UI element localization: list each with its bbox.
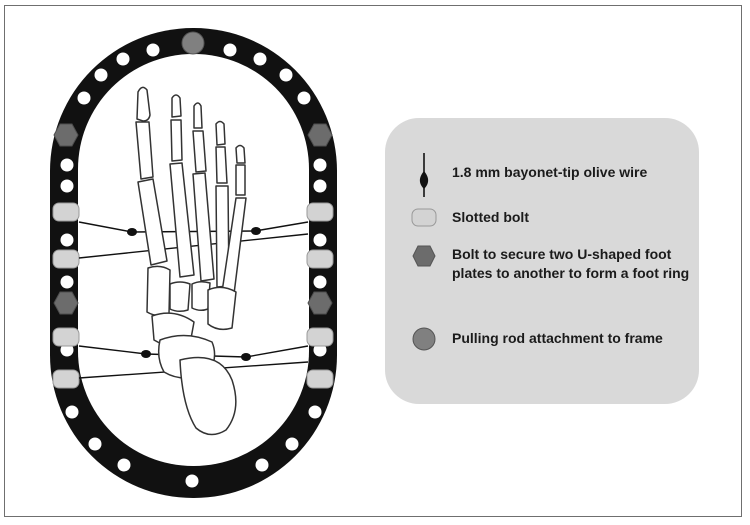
ring-hole — [314, 234, 327, 247]
bone — [193, 131, 206, 172]
hex-bolt-icon — [409, 245, 439, 267]
ring-hole — [95, 69, 108, 82]
ring-hole — [314, 159, 327, 172]
bone — [236, 165, 245, 195]
slotted-bolt — [53, 328, 79, 346]
slotted-bolt — [307, 370, 333, 388]
legend-label: Slotted bolt — [452, 208, 692, 227]
legend-item-pulling-rod: Pulling rod attachment to frame — [409, 327, 692, 351]
ring-hole — [61, 234, 74, 247]
pulling-rod-attachment — [182, 32, 204, 54]
ring-hole — [298, 92, 311, 105]
legend-panel: 1.8 mm bayonet-tip olive wire Slotted bo… — [385, 118, 699, 404]
ring-hole — [186, 475, 199, 488]
ring-hole — [61, 159, 74, 172]
bone — [172, 95, 181, 117]
ring-hole — [147, 44, 160, 57]
bone — [170, 282, 190, 311]
bone — [236, 146, 245, 164]
ring-hole — [117, 53, 130, 66]
bone — [216, 122, 225, 146]
bone — [171, 120, 182, 161]
slotted-bolt — [307, 250, 333, 268]
bone — [147, 266, 170, 315]
slotted-bolt — [53, 370, 79, 388]
ring-hole — [118, 459, 131, 472]
legend-item-olive-wire: 1.8 mm bayonet-tip olive wire — [409, 153, 692, 197]
olive-bead — [141, 350, 151, 358]
slotted-bolt — [53, 250, 79, 268]
bone — [208, 287, 236, 329]
legend-item-slotted-bolt: Slotted bolt — [409, 208, 692, 227]
olive-bead — [241, 353, 251, 361]
ring-hole — [66, 406, 79, 419]
ring-hole — [89, 438, 102, 451]
ring-hole — [61, 276, 74, 289]
ring-hole — [286, 438, 299, 451]
ring-hole — [314, 180, 327, 193]
olive-wire-icon — [409, 153, 439, 197]
ring-hole — [61, 180, 74, 193]
bone — [137, 87, 150, 121]
bone — [194, 103, 202, 128]
olive-bead — [127, 228, 137, 236]
ring-hole — [224, 44, 237, 57]
legend-label: Bolt to secure two U-shaped foot plates … — [452, 245, 692, 283]
pulling-rod-icon — [409, 327, 439, 351]
legend-label: Pulling rod attachment to frame — [452, 329, 692, 348]
slotted-bolt — [307, 203, 333, 221]
ring-hole — [78, 92, 91, 105]
bone — [216, 147, 227, 183]
slotted-bolt-icon — [409, 208, 439, 227]
legend-label: 1.8 mm bayonet-tip olive wire — [452, 163, 692, 182]
ring-hole — [256, 459, 269, 472]
ring-hole — [309, 406, 322, 419]
ring-hole — [314, 276, 327, 289]
ring-hole — [280, 69, 293, 82]
ring-hole — [254, 53, 267, 66]
legend-item-hex-bolt: Bolt to secure two U-shaped foot plates … — [409, 245, 692, 283]
slotted-bolt — [53, 203, 79, 221]
olive-bead — [251, 227, 261, 235]
slotted-bolt — [307, 328, 333, 346]
